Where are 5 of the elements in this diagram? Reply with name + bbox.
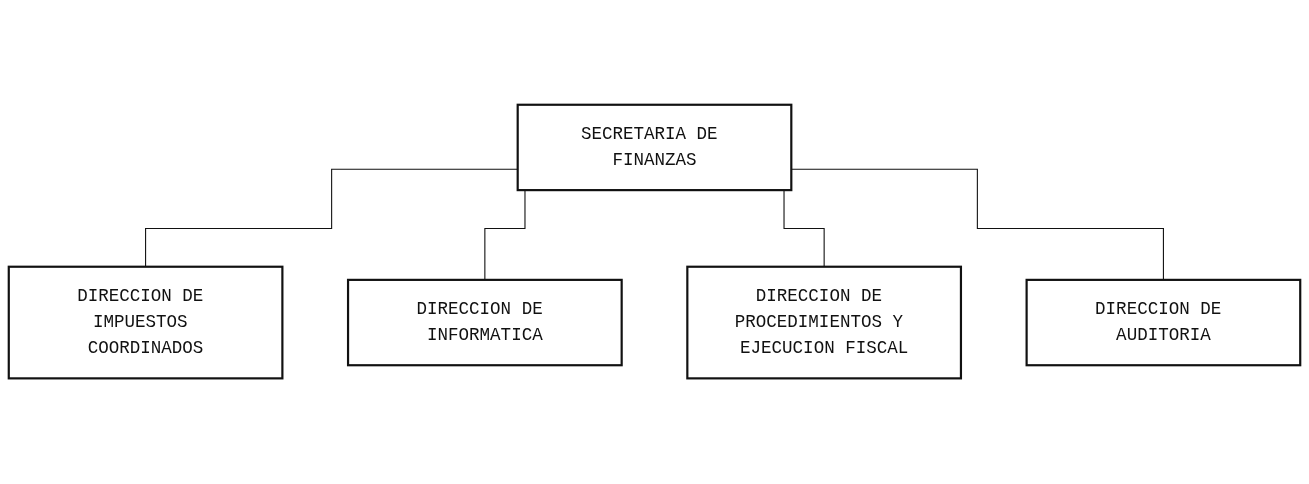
node-box: SECRETARIA DE FINANZAS [516,104,793,192]
node-box: DIRECCION DE IMPUESTOS COORDINADOS [7,266,284,380]
node-box: DIRECCION DE AUDITORIA [1025,279,1302,367]
node-box: DIRECCION DE PROCEDIMIENTOS Y EJECUCION FISCAL [686,266,963,380]
node-box: DIRECCION DE INFORMATICA [346,279,623,367]
